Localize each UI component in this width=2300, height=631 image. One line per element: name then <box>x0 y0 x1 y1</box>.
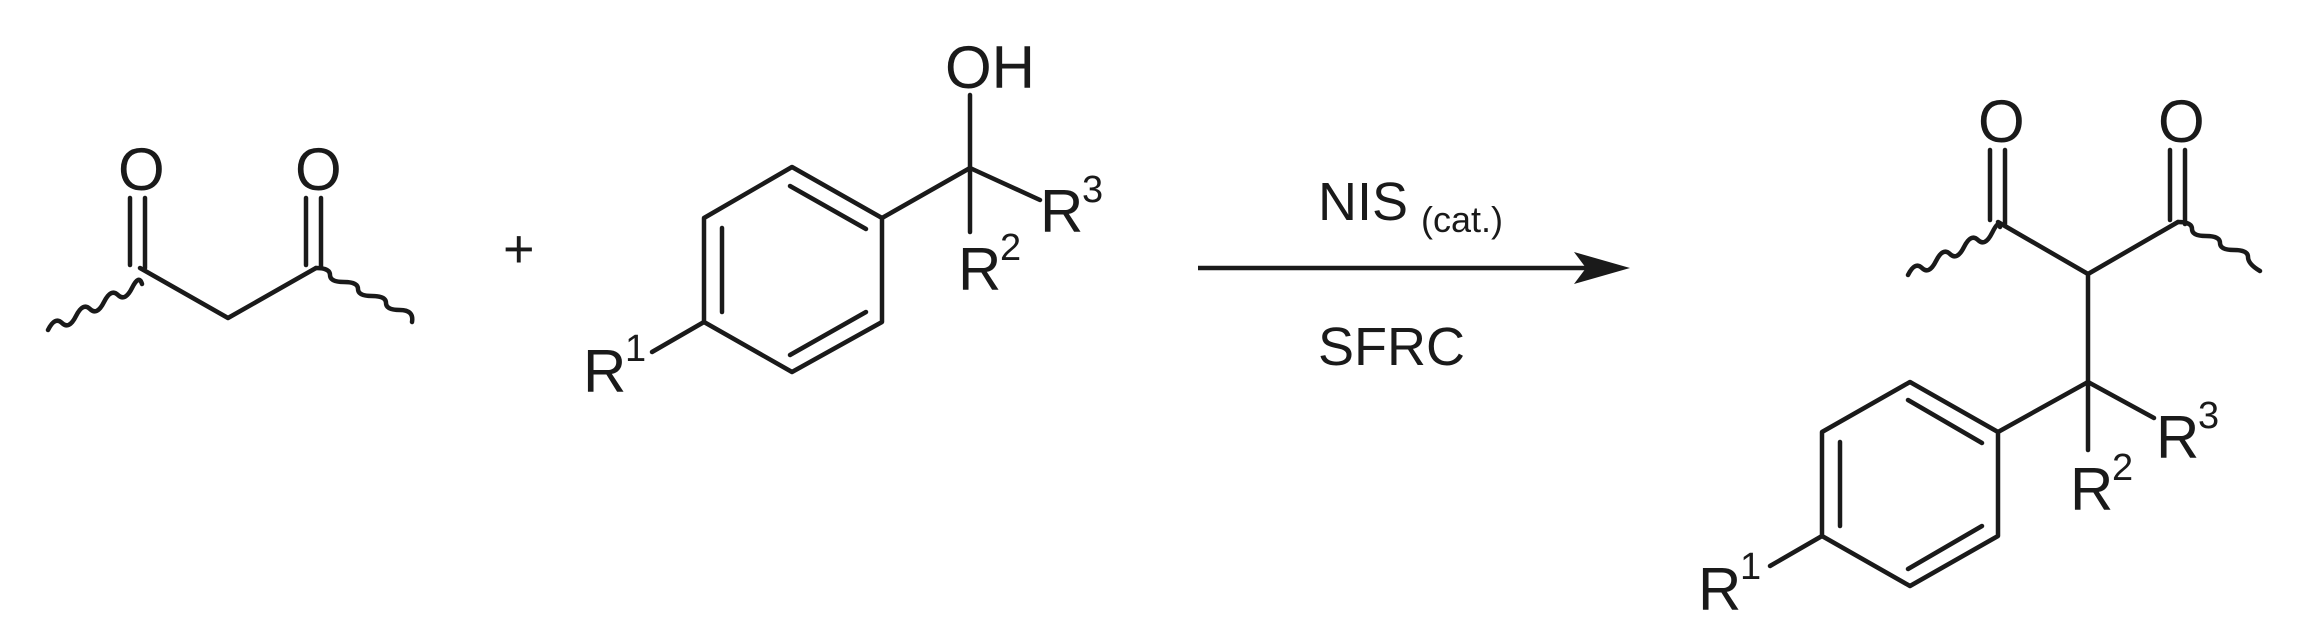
product-backbone <box>1995 219 2181 277</box>
wavy-bond-right <box>313 265 415 325</box>
r2-label: R <box>958 236 1001 303</box>
reagent-subscript: (cat.) <box>1421 199 1503 240</box>
backbone-bond <box>137 265 319 321</box>
product-r1-superscript: 1 <box>1740 546 1761 588</box>
product-r2-label: R <box>2070 456 2113 523</box>
product-ring-bond <box>1995 379 2091 435</box>
product-r2-superscript: 2 <box>2112 447 2133 489</box>
method-label: SFRC <box>1318 317 1465 377</box>
r1-bond <box>649 319 707 355</box>
r3-bond <box>967 165 1043 203</box>
hydroxyl-label: OH <box>945 34 1035 101</box>
product-r1-bond <box>1767 533 1825 569</box>
product-oxygen-left: O <box>1978 88 2025 155</box>
reactant-alcohol: OH R 1 R 2 R 3 <box>583 34 1103 405</box>
product-oxygen-right: O <box>2158 88 2205 155</box>
oxygen-label-right: O <box>295 136 342 203</box>
product-aromatic-bond-1 <box>1905 397 1985 446</box>
product-benzene-ring <box>1819 379 2001 589</box>
reagent-label: NIS <box>1318 172 1408 232</box>
product-aromatic-bond-2 <box>1905 523 1985 572</box>
product-wavy-bond-left <box>1905 221 2003 278</box>
aromatic-bond-2 <box>787 309 869 358</box>
r3-superscript: 3 <box>1082 169 1103 211</box>
product: O O R 1 R 2 R 3 <box>1698 88 2263 623</box>
reaction-arrow: NIS (cat.) SFRC <box>1198 172 1630 377</box>
aromatic-bond-1 <box>787 183 869 232</box>
product-r3-bond <box>2085 379 2157 421</box>
r1-superscript: 1 <box>625 328 646 370</box>
product-r3-label: R <box>2156 404 2199 471</box>
r3-label: R <box>1040 178 1083 245</box>
r1-label: R <box>583 338 626 405</box>
wavy-bond-left <box>45 277 145 333</box>
benzene-ring <box>701 164 885 375</box>
product-r3-superscript: 3 <box>2198 395 2219 437</box>
reactant-diketone: O O <box>45 136 415 333</box>
arrow-head <box>1574 252 1630 284</box>
oxygen-label-left: O <box>118 136 165 203</box>
r2-superscript: 2 <box>1000 227 1021 269</box>
ring-carbinol-bond <box>879 165 973 221</box>
plus-sign: + <box>503 219 535 279</box>
product-wavy-bond-right <box>2175 219 2263 274</box>
product-r1-label: R <box>1698 556 1741 623</box>
